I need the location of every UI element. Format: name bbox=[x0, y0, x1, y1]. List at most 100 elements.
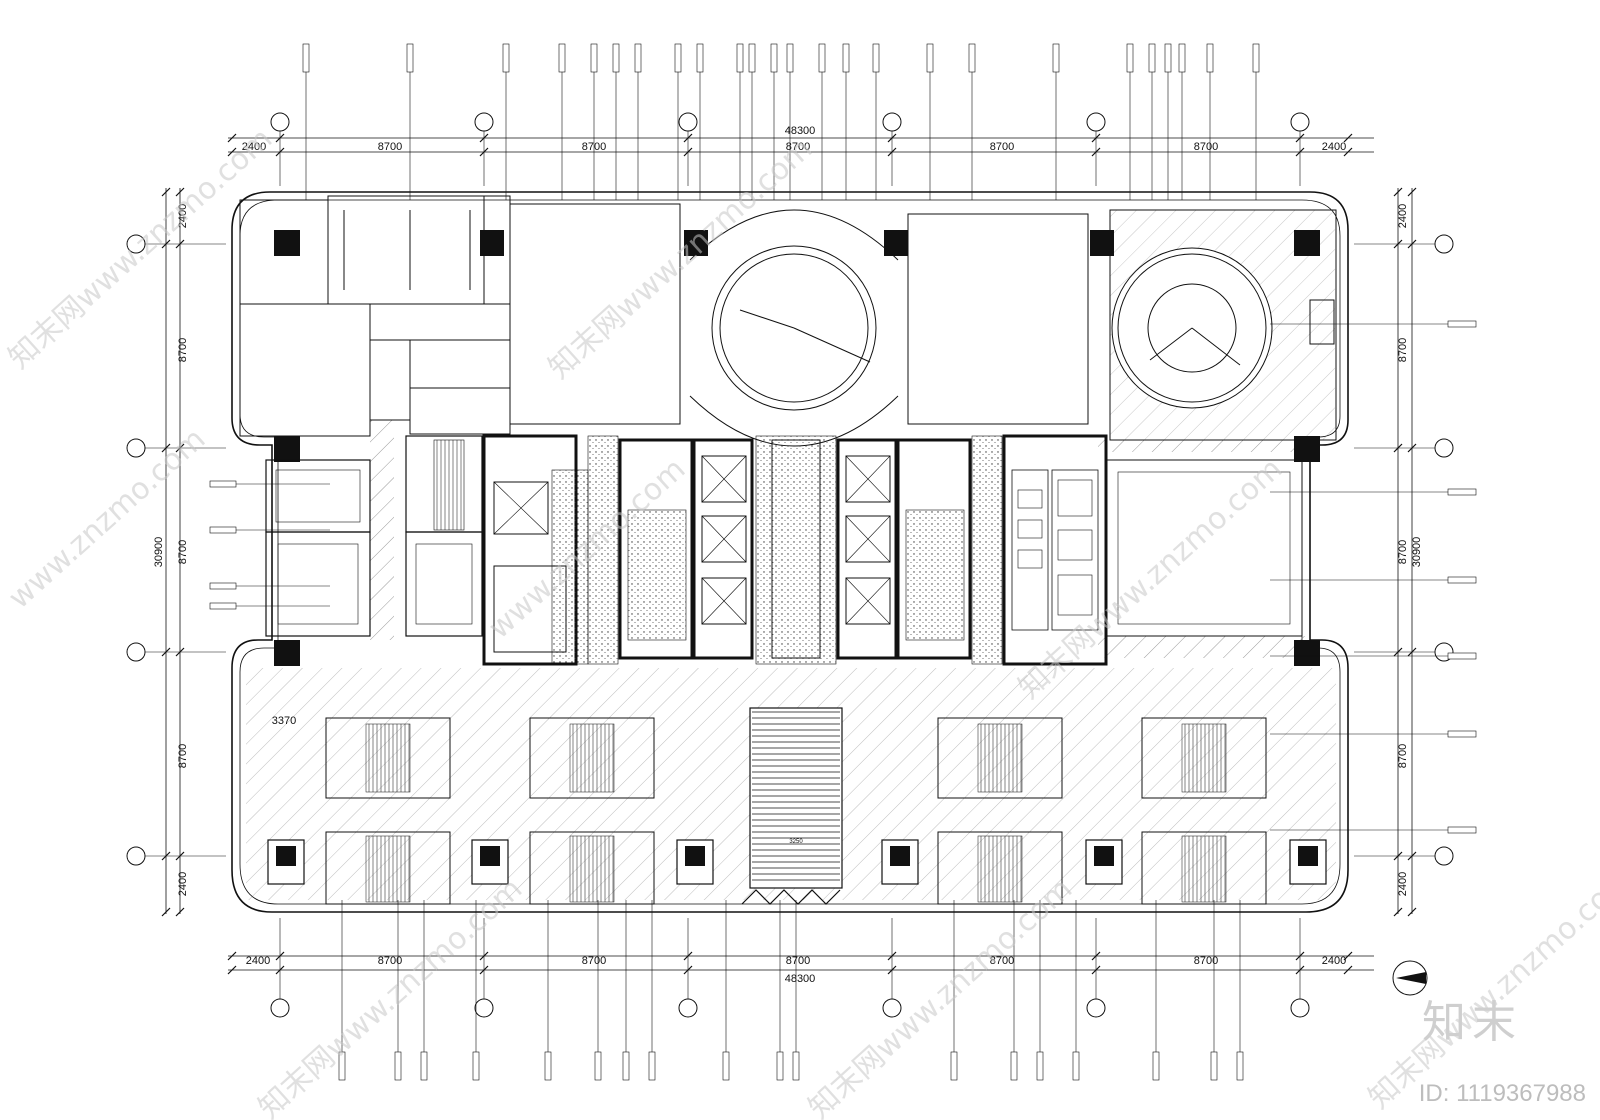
elevation-tag bbox=[394, 1051, 402, 1081]
elevation-tag bbox=[1447, 488, 1477, 496]
elevation-tag bbox=[1052, 43, 1060, 73]
dimension-tick bbox=[161, 907, 171, 917]
elevation-tag bbox=[872, 43, 880, 73]
bottom-dim-6: 8700 bbox=[1194, 955, 1218, 967]
elevation-tag bbox=[634, 43, 642, 73]
bottom-dim-5: 8700 bbox=[990, 955, 1014, 967]
dimension-lines bbox=[165, 137, 1413, 971]
grid-axis-bubbles bbox=[126, 112, 1454, 1018]
elevation-tag bbox=[736, 43, 744, 73]
top-dim-6: 8700 bbox=[1194, 141, 1218, 153]
elevation-tag bbox=[674, 43, 682, 73]
left-dim-3: 8700 bbox=[177, 540, 189, 564]
grid-bubble bbox=[126, 846, 146, 866]
grid-bubble bbox=[1434, 846, 1454, 866]
elevation-tag bbox=[926, 43, 934, 73]
stair-width-dim: 3250 bbox=[789, 839, 803, 845]
upper-right-round-room bbox=[1109, 209, 1337, 441]
dimension-tick bbox=[1393, 907, 1403, 917]
dimension-tick bbox=[1343, 133, 1353, 143]
right-dimension-texts: 30900 2400 8700 8700 8700 2400 bbox=[1397, 204, 1423, 896]
core-elevators bbox=[482, 434, 1108, 666]
elevation-tag bbox=[209, 480, 237, 488]
dimension-tick bbox=[1343, 965, 1353, 975]
grid-bubble bbox=[270, 112, 290, 132]
elevation-tag bbox=[594, 1051, 602, 1081]
elevation-tag bbox=[1010, 1051, 1018, 1081]
elevation-tag bbox=[818, 43, 826, 73]
right-total-dim: 30900 bbox=[1411, 537, 1423, 568]
left-dim-5: 2400 bbox=[177, 872, 189, 896]
elevation-tag bbox=[770, 43, 778, 73]
grid-bubble bbox=[126, 438, 146, 458]
elevation-tag bbox=[472, 1051, 480, 1081]
grid-bubble bbox=[1290, 998, 1310, 1018]
elevation-tag bbox=[1447, 576, 1477, 584]
grid-bubble bbox=[270, 998, 290, 1018]
dimension-tick bbox=[175, 187, 185, 197]
elevation-tag bbox=[1447, 826, 1477, 834]
elevation-tag bbox=[406, 43, 414, 73]
elevation-tag bbox=[302, 43, 310, 73]
elevation-tag bbox=[950, 1051, 958, 1081]
dimension-tick bbox=[1343, 951, 1353, 961]
grid-bubble bbox=[1434, 234, 1454, 254]
top-dim-1: 2400 bbox=[242, 141, 266, 153]
watermark-text: www.znzmo.com bbox=[2, 422, 212, 616]
dimension-tick bbox=[227, 133, 237, 143]
left-dimension-texts: 30900 2400 8700 8700 8700 2400 bbox=[153, 204, 189, 896]
right-dim-2: 8700 bbox=[1397, 338, 1409, 362]
bottom-dim-7: 2400 bbox=[1322, 955, 1346, 967]
right-dim-5: 2400 bbox=[1397, 872, 1409, 896]
elevation-tag bbox=[1164, 43, 1172, 73]
top-dim-4: 8700 bbox=[786, 141, 810, 153]
grid-bubble bbox=[1290, 112, 1310, 132]
elevation-tag bbox=[612, 43, 620, 73]
elevation-leaders bbox=[209, 43, 1477, 1081]
elevation-tag bbox=[209, 582, 237, 590]
north-arrow-icon bbox=[1392, 960, 1428, 996]
elevation-tag bbox=[786, 43, 794, 73]
left-total-dim: 30900 bbox=[153, 537, 165, 568]
elevation-tag bbox=[1236, 1051, 1244, 1081]
grid-bubble bbox=[1086, 112, 1106, 132]
elevation-tag bbox=[502, 43, 510, 73]
elevation-tag bbox=[1210, 1051, 1218, 1081]
elevation-tag bbox=[1152, 1051, 1160, 1081]
elevation-tag bbox=[1178, 43, 1186, 73]
elevation-tag bbox=[696, 43, 704, 73]
bottom-dim-1: 2400 bbox=[246, 955, 270, 967]
building-outline bbox=[231, 191, 1349, 913]
dimension-tick bbox=[1343, 147, 1353, 157]
watermark-text: 知末网www.znzmo.com bbox=[1012, 451, 1289, 706]
top-dimension-texts: 48300 2400 8700 8700 8700 8700 8700 2400 bbox=[242, 125, 1346, 153]
right-mid-room bbox=[1105, 459, 1303, 637]
elevation-tag bbox=[1036, 1051, 1044, 1081]
grid-bubble bbox=[678, 998, 698, 1018]
brand-logo-text: 知末 bbox=[1422, 997, 1522, 1048]
elevation-tag bbox=[776, 1051, 784, 1081]
left-dim-4: 8700 bbox=[177, 744, 189, 768]
dimension-tick bbox=[1393, 187, 1403, 197]
central-stair bbox=[741, 707, 843, 905]
right-dim-4: 8700 bbox=[1397, 744, 1409, 768]
grid-bubble bbox=[474, 112, 494, 132]
elevation-tag bbox=[1126, 43, 1134, 73]
dimension-tick bbox=[1407, 907, 1417, 917]
elevation-tag bbox=[1206, 43, 1214, 73]
top-dim-7: 2400 bbox=[1322, 141, 1346, 153]
elevation-tag bbox=[1447, 652, 1477, 660]
dimension-tick bbox=[1407, 187, 1417, 197]
top-dim-3: 8700 bbox=[582, 141, 606, 153]
elevation-tag bbox=[842, 43, 850, 73]
elevation-tag bbox=[622, 1051, 630, 1081]
bottom-dim-3: 8700 bbox=[582, 955, 606, 967]
watermark-text: 知末网www.znzmo.com bbox=[2, 121, 279, 376]
elevation-tag bbox=[1072, 1051, 1080, 1081]
elevation-tag bbox=[1252, 43, 1260, 73]
top-total-dim: 48300 bbox=[785, 125, 816, 137]
elevation-tag bbox=[544, 1051, 552, 1081]
lobby-column-cores bbox=[276, 846, 1318, 866]
elevation-tag bbox=[722, 1051, 730, 1081]
